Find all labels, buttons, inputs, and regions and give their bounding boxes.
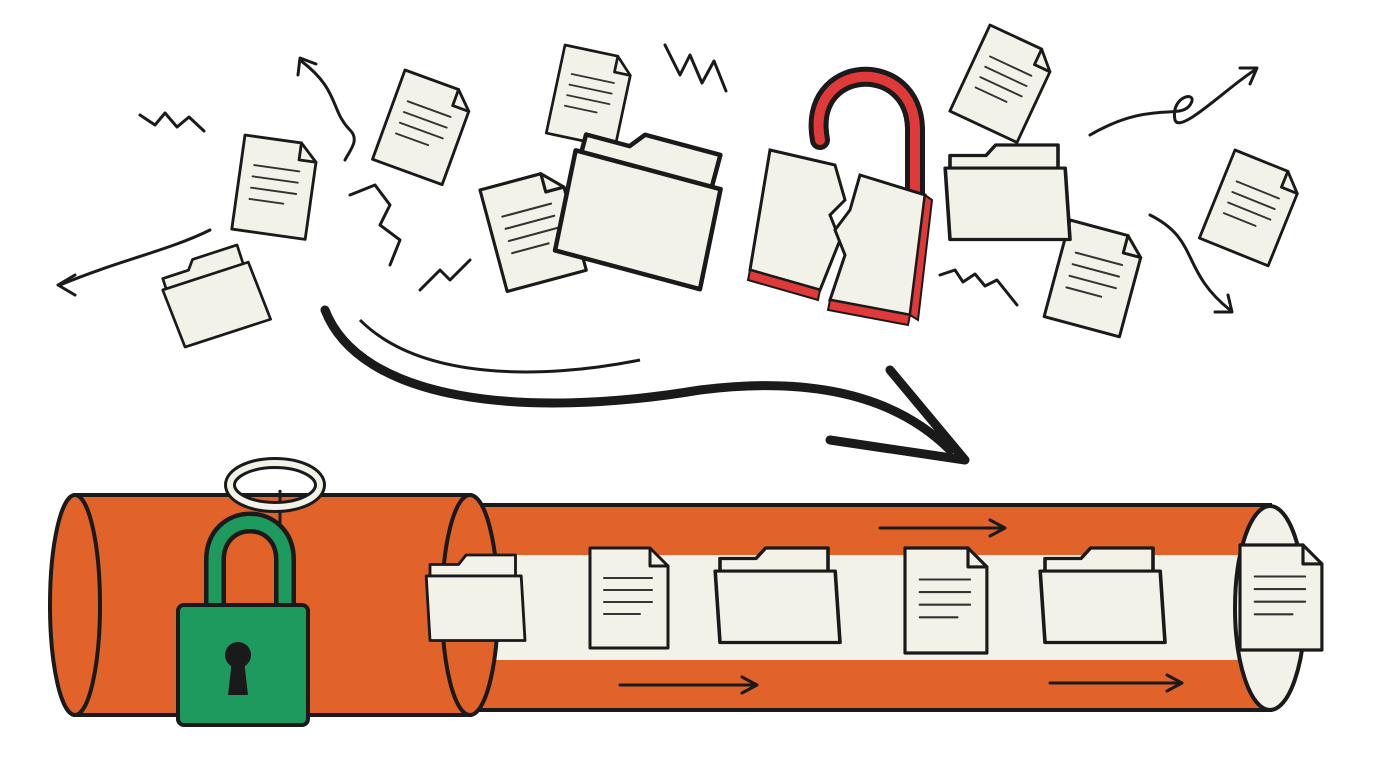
- document-icon: [1238, 543, 1324, 652]
- secure-pipe: [48, 490, 1324, 720]
- document-icon: [230, 133, 320, 241]
- closed-padlock-icon: [176, 457, 326, 727]
- document-icon: [1197, 148, 1306, 268]
- document-icon: [544, 43, 636, 149]
- document-icon: [948, 23, 1059, 144]
- document-icon: [903, 546, 989, 655]
- curved-arrow-icon: [320, 305, 970, 465]
- folder-icon: [424, 553, 527, 642]
- folder-icon: [943, 143, 1072, 242]
- folder-icon: [1038, 546, 1167, 645]
- document-icon: [371, 68, 477, 187]
- folder-icon: [155, 240, 272, 350]
- document-icon: [588, 546, 670, 650]
- arrow-icon: [58, 228, 212, 287]
- squiggle: [138, 111, 206, 133]
- folder-icon: [713, 546, 842, 645]
- scattered-files: [56, 23, 1306, 350]
- broken-padlock-icon: [746, 66, 934, 327]
